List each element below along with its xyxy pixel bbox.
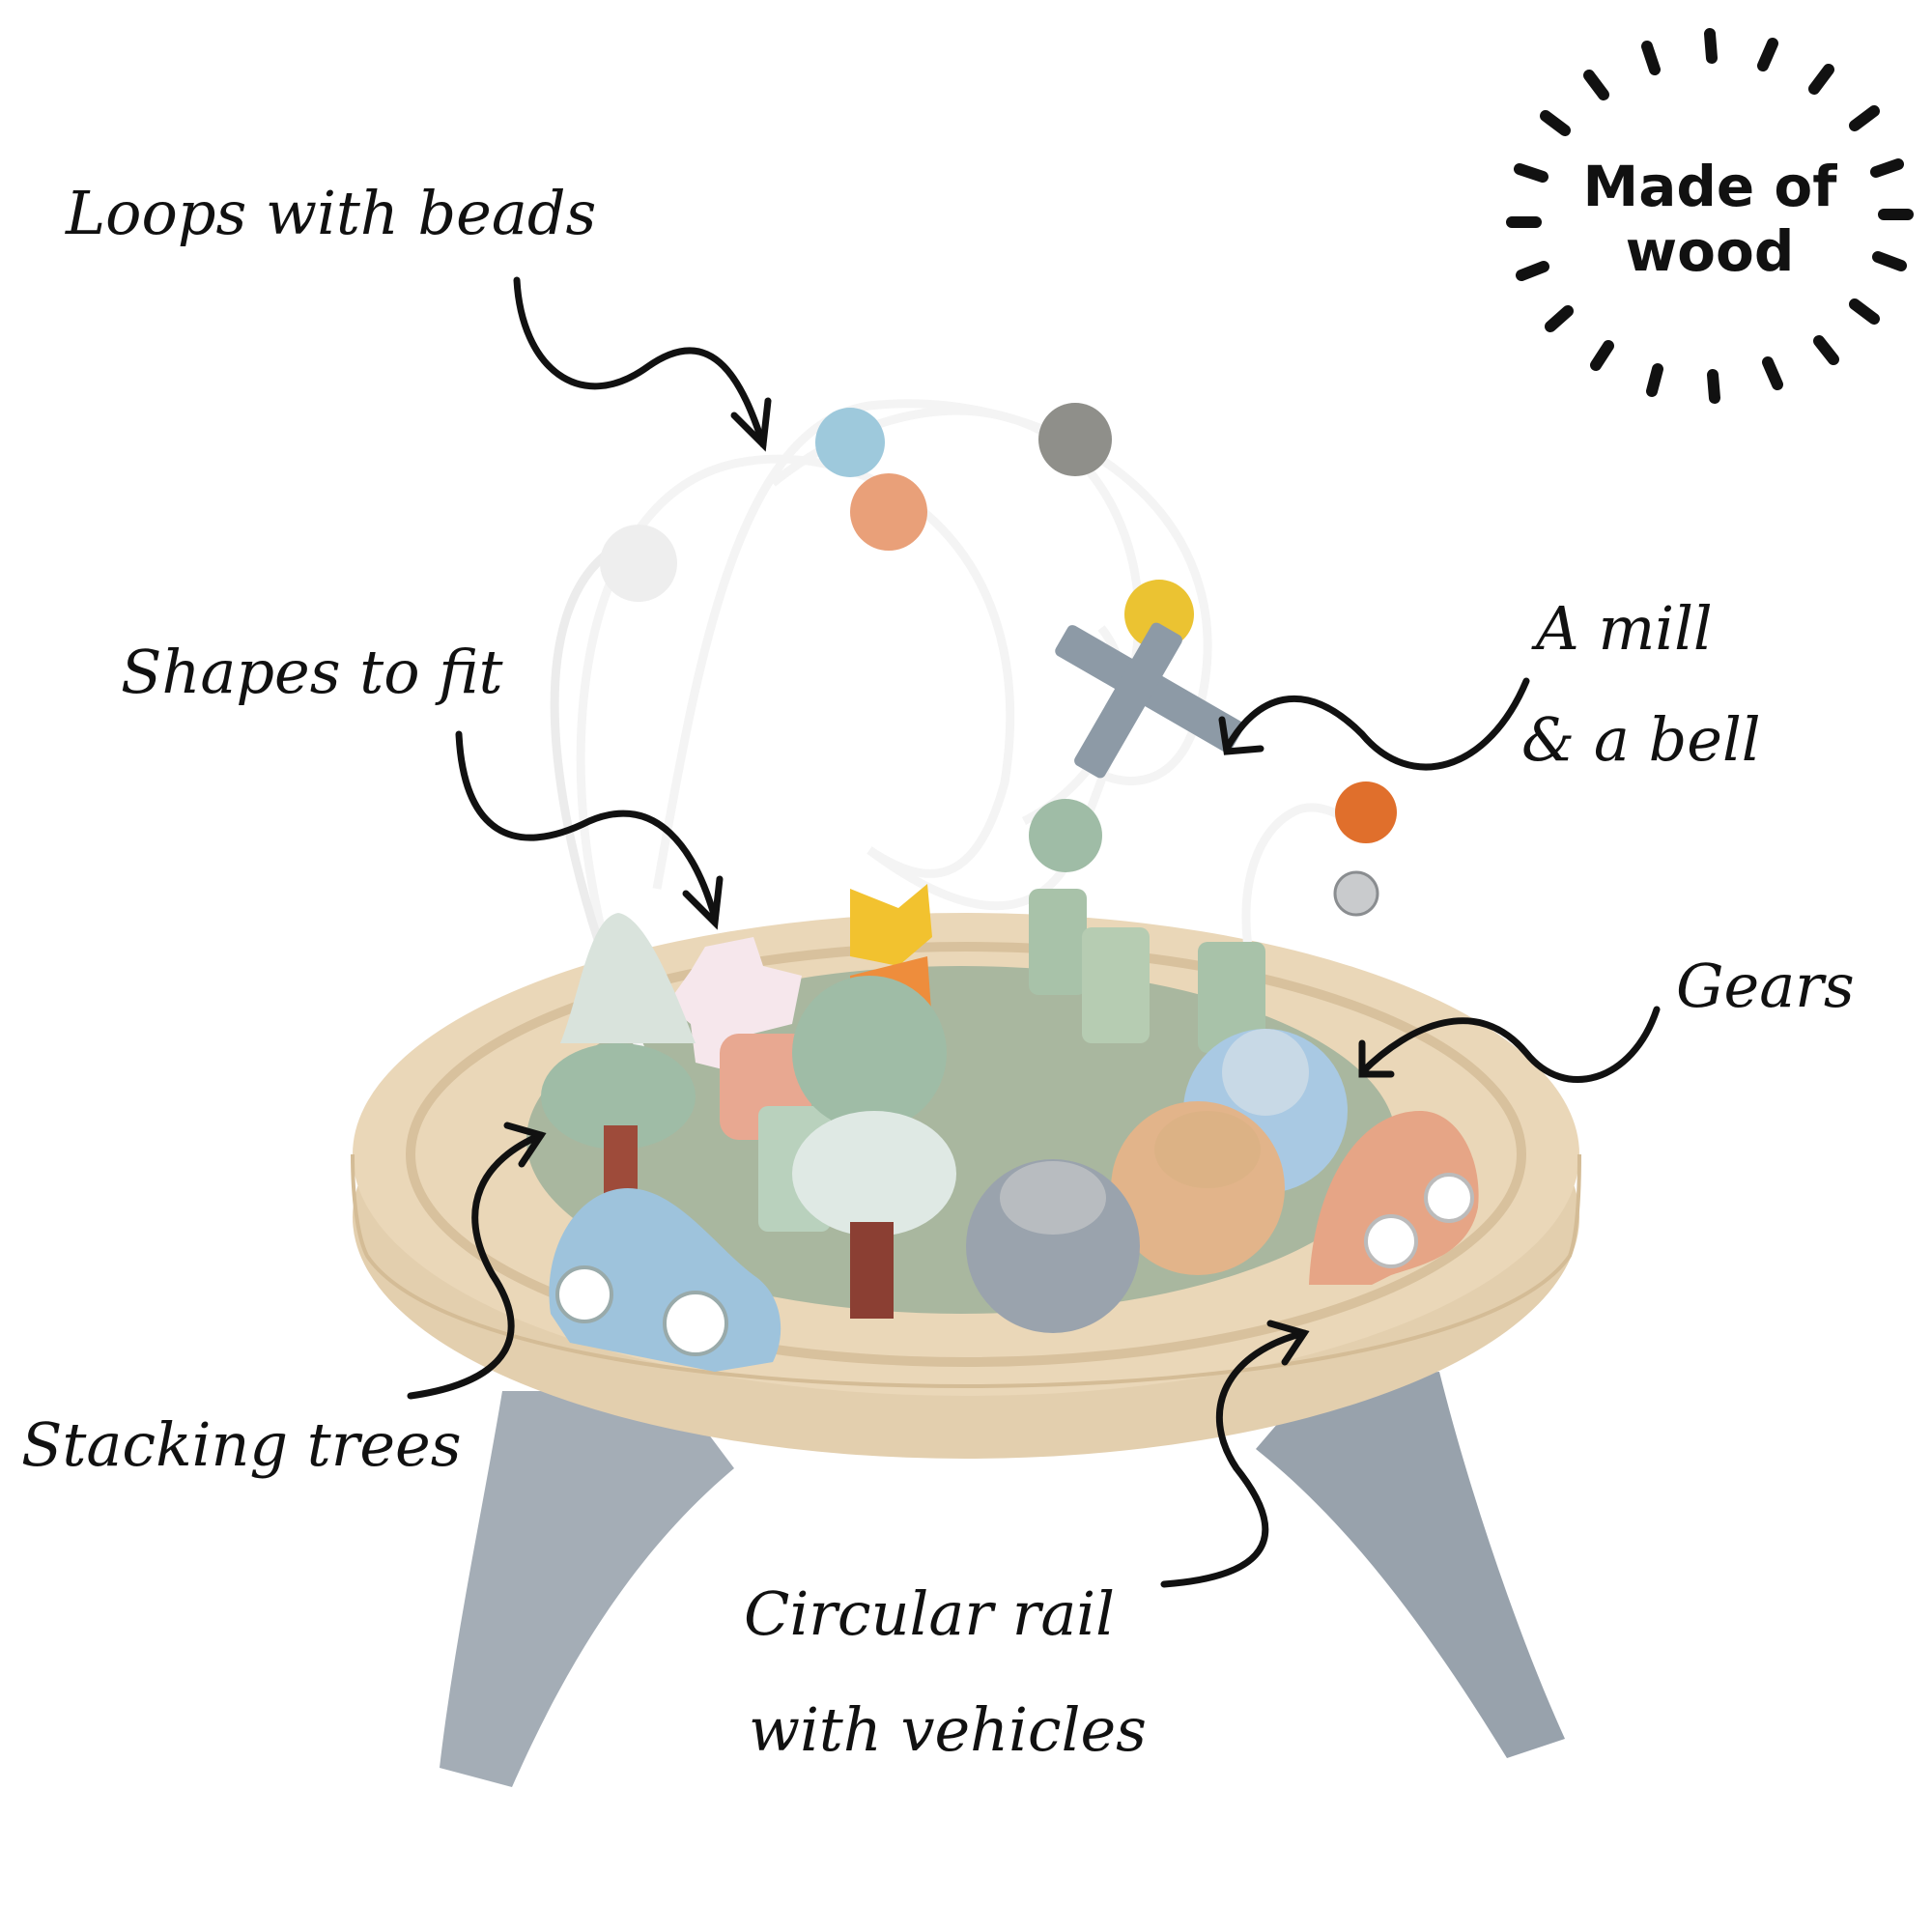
callout-shapes: Shapes to fit	[121, 637, 503, 707]
callout-mill-line2: & a bell	[1521, 704, 1761, 775]
bead-bell-orange	[1335, 781, 1397, 843]
post-2	[1082, 927, 1150, 1043]
bead-white	[600, 525, 677, 602]
tree-cone	[560, 913, 696, 1043]
car-peach	[1309, 1111, 1479, 1285]
bead-green	[1029, 799, 1102, 872]
table-edge	[351, 1153, 1581, 1388]
tree-right-top	[792, 976, 947, 1130]
callout-trees: Stacking trees	[21, 1409, 462, 1480]
bead-orange	[850, 473, 927, 551]
badge-line2: wood	[1625, 217, 1795, 284]
callout-mill-line1: A mill	[1536, 593, 1713, 664]
callout-loops: Loops with beads	[66, 178, 597, 248]
annotation-arrows	[407, 276, 1661, 1588]
callout-rail-line2: with vehicles	[749, 1694, 1147, 1765]
table-leg-right	[1256, 1372, 1565, 1758]
table-leg-left	[440, 1391, 734, 1787]
shape-star	[850, 884, 932, 966]
post-1	[1029, 889, 1087, 995]
callout-rail-line1: Circular rail	[744, 1578, 1115, 1649]
mill-propeller	[1055, 622, 1244, 779]
callout-gears: Gears	[1676, 951, 1855, 1021]
bead-yellow	[1124, 580, 1194, 649]
bell	[1333, 870, 1379, 917]
bead-grey	[1038, 403, 1112, 476]
shape-cross	[667, 937, 802, 1072]
tree-left-middle	[541, 1043, 696, 1150]
tree-right-trunk	[850, 1222, 894, 1319]
badge-sunburst	[1506, 28, 1914, 404]
rail-groove	[406, 942, 1526, 1367]
gear-wood	[1111, 1101, 1285, 1275]
post-3	[1198, 942, 1265, 1053]
tree-right-bottom	[792, 1111, 956, 1236]
gear-grey	[966, 1159, 1140, 1333]
badge-line1: Made of	[1582, 154, 1837, 219]
bead-blue	[815, 408, 885, 477]
badge-made-of-wood: Made of wood	[1546, 155, 1874, 283]
